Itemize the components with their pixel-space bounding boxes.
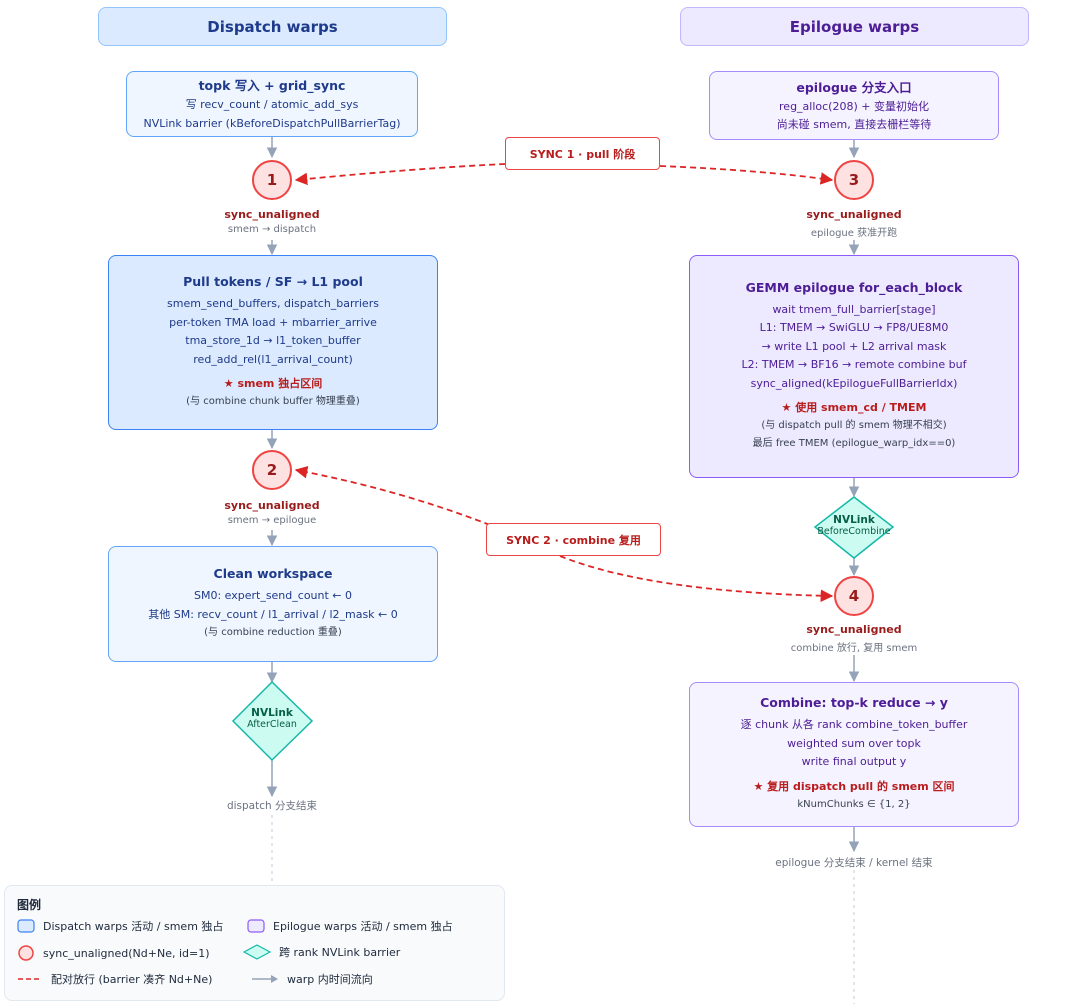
reuse-smem-note: ★ 复用 dispatch pull 的 smem 区间 — [753, 779, 955, 793]
num-chunks-note: kNumChunks ∈ {1, 2} — [797, 798, 911, 810]
sync1-pill: SYNC 1 · pull 阶段 — [505, 137, 660, 170]
legend-item-nvlink: 跨 rank NVLink barrier — [243, 944, 400, 960]
box-line: sync_aligned(kEpilogueFullBarrierIdx) — [750, 376, 958, 390]
sync1-pair-arrow-right — [659, 165, 834, 185]
overlap-note: (与 combine chunk buffer 物理重叠) — [186, 396, 360, 407]
dashed-pair-line-icon — [18, 978, 42, 980]
legend-item-flow: warp 内时间流向 — [251, 971, 373, 987]
legend-label: warp 内时间流向 — [287, 973, 373, 986]
box-title: Combine: top-k reduce → y — [760, 695, 948, 711]
legend-item-epilogue: Epilogue warps 活动 / smem 独占 — [247, 918, 453, 934]
sync-label: sync_unaligned — [806, 208, 902, 221]
smem-cd-note: ★ 使用 smem_cd / TMEM — [781, 401, 927, 415]
box-title: GEMM epilogue for_each_block — [745, 279, 963, 295]
dispatch-swatch-icon — [17, 919, 35, 933]
epilogue-warps-title: Epilogue warps — [789, 17, 920, 36]
legend-item-dispatch: Dispatch warps 活动 / smem 独占 — [17, 918, 223, 934]
box-line: → write L1 pool + L2 arrival mask — [761, 339, 947, 353]
box-line: tma_store_1d → l1_token_buffer — [185, 334, 361, 347]
nvlink-sublabel: BeforeCombine — [817, 526, 891, 537]
legend-label: 配对放行 (barrier 凑齐 Nd+Ne) — [51, 973, 213, 986]
dispatch-end-label: dispatch 分支结束 — [226, 800, 318, 812]
disjoint-note: (与 dispatch pull 的 smem 物理不相交) — [761, 420, 947, 432]
nvlink-diamond-before-combine — [813, 496, 895, 559]
sync-sublabel: smem → epilogue — [227, 515, 317, 526]
box-line: SM0: expert_send_count ← 0 — [193, 589, 353, 602]
box-line: reg_alloc(208) + 变量初始化 — [779, 99, 929, 113]
box-line: smem_send_buffers, dispatch_barriers — [167, 297, 379, 310]
dispatch-warps-header: Dispatch warps — [98, 7, 447, 46]
sync-sublabel: combine 放行, 复用 smem — [790, 643, 918, 654]
sync-label: sync_unaligned — [224, 499, 320, 512]
nvlink-diamond-after-clean — [231, 680, 314, 762]
box-line: 写 recv_count / atomic_add_sys — [185, 98, 359, 111]
box-line: L2: TMEM → BF16 → remote combine buf — [741, 358, 967, 372]
box-line: L1: TMEM → SwiGLU → FP8/UE8M0 — [759, 321, 949, 335]
epilogue-swatch-icon — [247, 919, 265, 933]
gemm-epilogue-box: GEMM epilogue for_each_block wait tmem_f… — [689, 255, 1019, 478]
flow-arrow-icon — [252, 975, 278, 983]
sync-circle-1: 1 — [252, 160, 292, 200]
sync1-pair-arrow-left — [294, 163, 506, 186]
sync-circle-2: 2 — [252, 450, 292, 490]
sync-circle-4: 4 — [834, 576, 874, 616]
dispatch-warps-title: Dispatch warps — [207, 17, 338, 36]
box-line: write final output y — [801, 755, 907, 769]
epilogue-end-label: epilogue 分支结束 / kernel 结束 — [775, 857, 933, 869]
free-tmem-note: 最后 free TMEM (epilogue_warp_idx==0) — [752, 438, 956, 450]
sync-circle-3: 3 — [834, 160, 874, 200]
box-title: Pull tokens / SF → L1 pool — [183, 274, 363, 289]
pull-tokens-box: Pull tokens / SF → L1 pool smem_send_buf… — [108, 255, 438, 430]
legend-label: sync_unaligned(Nd+Ne, id=1) — [43, 946, 210, 960]
nvlink-label: NVLink — [251, 707, 293, 719]
box-title: epilogue 分支入口 — [796, 79, 912, 95]
clean-workspace-box: Clean workspace SM0: expert_send_count ←… — [108, 546, 438, 662]
sync2-pair-arrow-right — [559, 555, 834, 603]
box-line: 其他 SM: recv_count / l1_arrival / l2_mask… — [148, 607, 398, 621]
sync-sublabel: smem → dispatch — [227, 224, 317, 235]
box-title: topk 写入 + grid_sync — [198, 78, 346, 93]
nvlink-sublabel: AfterClean — [247, 719, 297, 730]
legend-item-pair: 配对放行 (barrier 凑齐 Nd+Ne) — [17, 971, 212, 987]
box-line: 尚未碰 smem, 直接去栅栏等待 — [776, 118, 932, 131]
sync-label: sync_unaligned — [224, 208, 320, 221]
sync-circle-icon — [18, 945, 34, 961]
box-line: red_add_rel(l1_arrival_count) — [193, 352, 353, 366]
box-line: wait tmem_full_barrier[stage] — [772, 302, 936, 316]
legend: 图例 Dispatch warps 活动 / smem 独占 Epilogue … — [4, 885, 505, 1001]
sync2-pill: SYNC 2 · combine 复用 — [486, 523, 661, 556]
nvlink-label: NVLink — [833, 514, 875, 526]
sync-label: sync_unaligned — [806, 623, 902, 636]
legend-label: 跨 rank NVLink barrier — [279, 946, 401, 959]
topk-grid-sync-box: topk 写入 + grid_sync 写 recv_count / atomi… — [126, 71, 418, 137]
box-line: 逐 chunk 从各 rank combine_token_buffer — [740, 718, 968, 732]
legend-title: 图例 — [17, 898, 42, 912]
nvlink-diamond-icon — [243, 944, 271, 960]
epilogue-entry-box: epilogue 分支入口 reg_alloc(208) + 变量初始化 尚未碰… — [709, 71, 999, 140]
box-title: Clean workspace — [213, 566, 333, 581]
overlap-note: (与 combine reduction 重叠) — [204, 627, 342, 638]
sync-sublabel: epilogue 获准开跑 — [810, 228, 898, 239]
epilogue-warps-header: Epilogue warps — [680, 7, 1029, 46]
box-line: NVLink barrier (kBeforeDispatchPullBarri… — [143, 116, 401, 130]
sync2-pair-arrow-left — [294, 465, 491, 526]
legend-label: Dispatch warps 活动 / smem 独占 — [43, 920, 224, 933]
nvlink-before-combine-label: NVLink BeforeCombine — [804, 514, 904, 537]
combine-reduce-box: Combine: top-k reduce → y 逐 chunk 从各 ran… — [689, 682, 1019, 827]
box-line: weighted sum over topk — [787, 736, 921, 750]
smem-exclusive-note: ★ smem 独占区间 — [223, 377, 323, 390]
nvlink-after-clean-label: NVLink AfterClean — [222, 707, 322, 730]
legend-item-sync: sync_unaligned(Nd+Ne, id=1) — [17, 944, 210, 962]
legend-label: Epilogue warps 活动 / smem 独占 — [273, 920, 453, 933]
box-line: per-token TMA load + mbarrier_arrive — [169, 315, 377, 329]
